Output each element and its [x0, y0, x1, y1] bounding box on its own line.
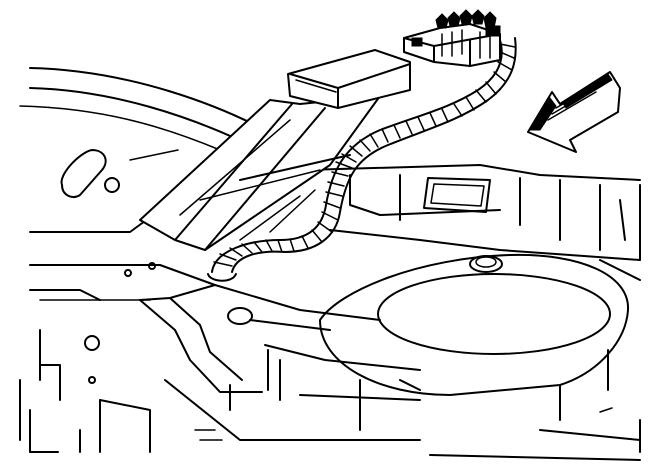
mounting-bracket — [139, 95, 381, 251]
speaker-opening — [319, 253, 630, 421]
rear-shelf-panel — [19, 67, 641, 461]
control-module — [287, 49, 411, 109]
direction-arrow — [527, 71, 621, 153]
electrical-connector — [403, 9, 501, 67]
wiring-harness-conduit — [207, 37, 517, 282]
